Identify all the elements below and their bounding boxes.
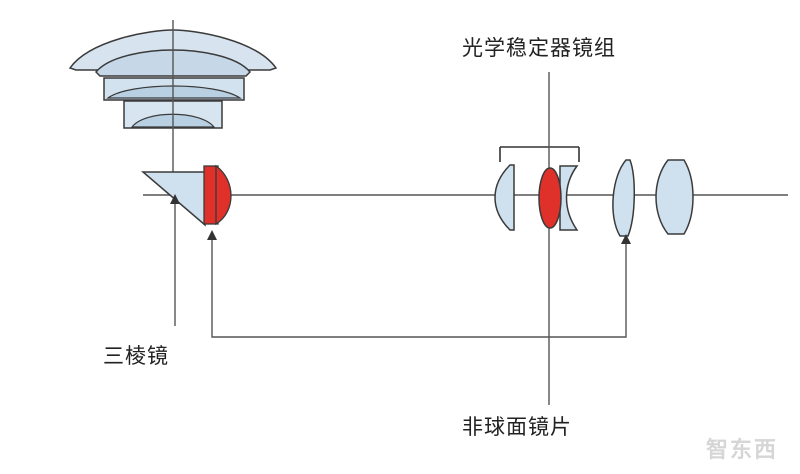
- prism-pointer-arrow: [170, 194, 180, 204]
- stabilizer-lens-1: [494, 164, 515, 231]
- stabilizer-group-label: 光学稳定器镜组: [462, 36, 616, 60]
- aspheric-lens-left: [203, 164, 232, 226]
- feedback-loop: [207, 230, 631, 338]
- stabilizer-bracket: [499, 146, 580, 162]
- prism-label: 三棱镜: [103, 344, 169, 368]
- aspheric-lens-label: 非球面镜片: [462, 415, 572, 439]
- lens-4: [655, 159, 694, 235]
- watermark-text: 智东西: [705, 438, 778, 463]
- aspheric-lens-right: [538, 165, 579, 231]
- lens-3: [612, 159, 636, 237]
